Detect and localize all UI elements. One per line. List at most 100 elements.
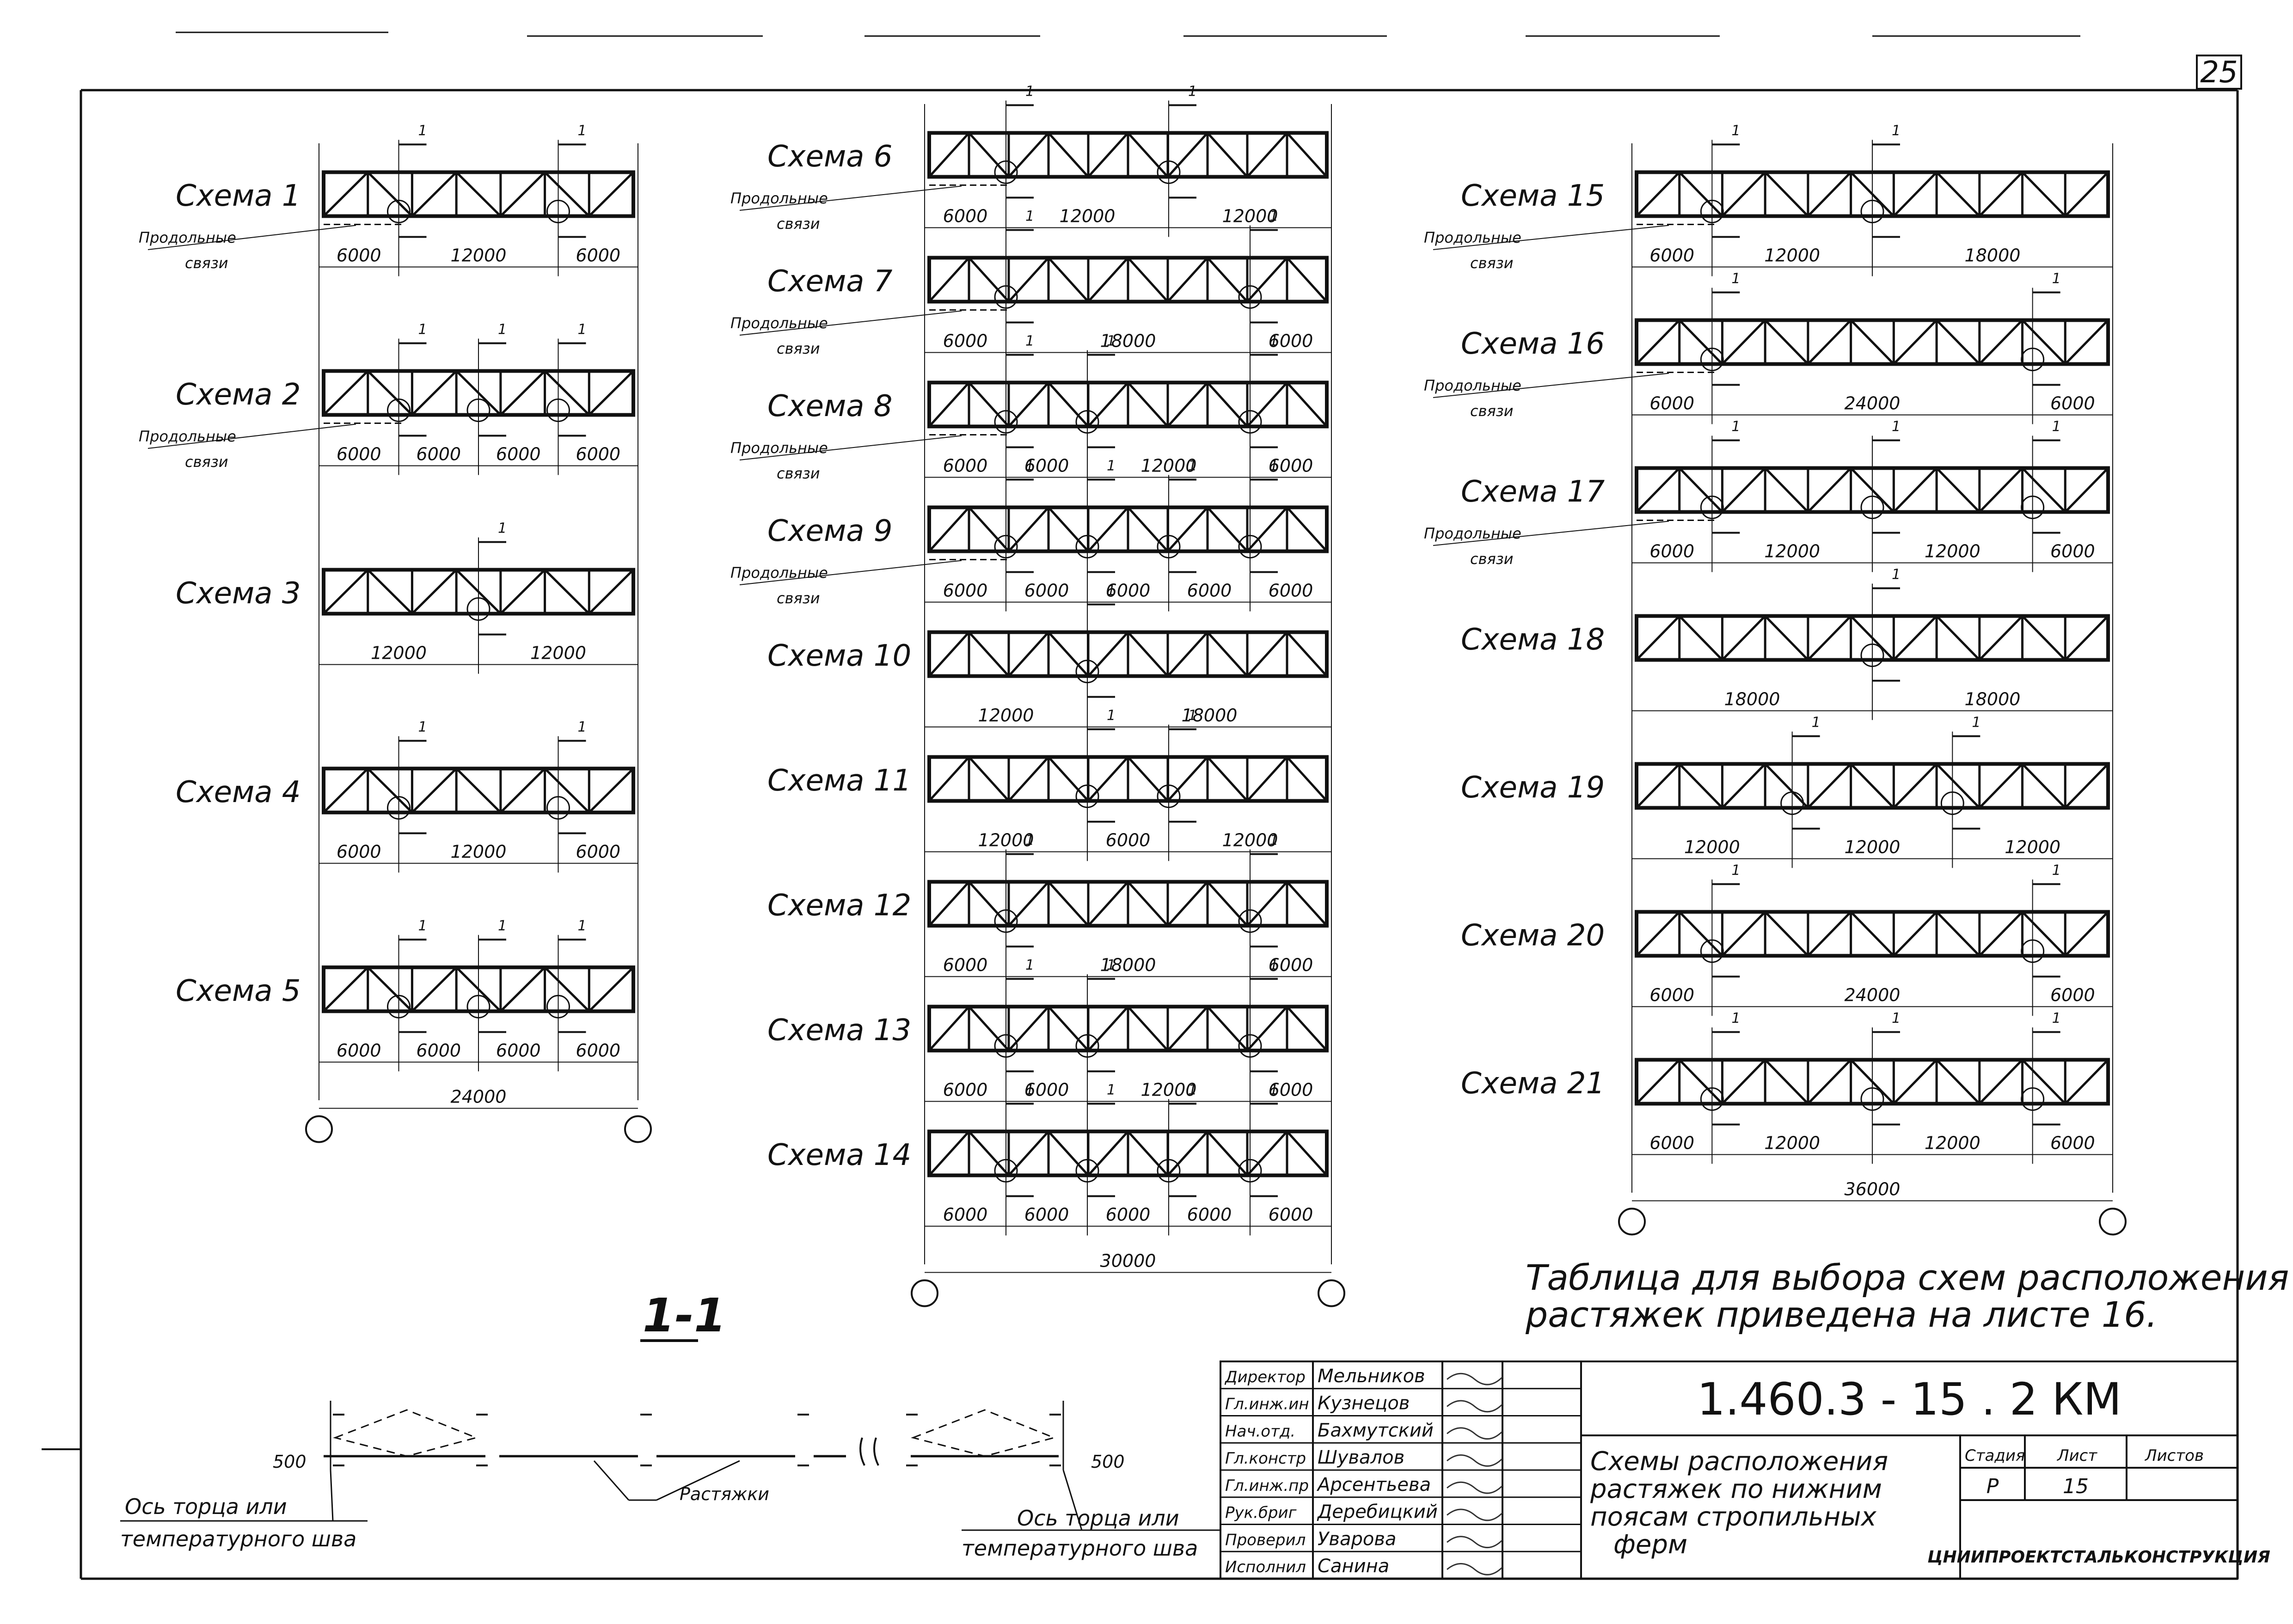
section-mark: 1 — [1731, 1011, 1740, 1027]
tie-node — [994, 535, 1018, 558]
span-label: 6000 — [1269, 1205, 1313, 1225]
stamp-role: Рук.бриг — [1225, 1504, 1297, 1522]
span-label: 6000 — [337, 1041, 381, 1061]
truss-web — [928, 506, 1328, 552]
span-label: 6000 — [943, 581, 988, 601]
span-label: 6000 — [1106, 581, 1151, 601]
bracing-label-line-2: связи — [777, 215, 820, 233]
section-mark: 1 — [1812, 715, 1821, 731]
axis-bubble — [911, 1279, 938, 1307]
axis-bubble — [624, 1115, 652, 1143]
bracing-label-line-2: связи — [1470, 550, 1514, 568]
truss-web — [1636, 763, 2109, 809]
scheme-title: Схема 6 — [767, 140, 893, 174]
tie-node — [466, 995, 490, 1018]
tie-node — [1238, 1034, 1262, 1058]
span-label: 6000 — [1649, 985, 1694, 1005]
span-label: 12000 — [1222, 206, 1278, 227]
span-label: 6000 — [337, 842, 381, 862]
signature — [1447, 1536, 1503, 1549]
tie-node — [387, 995, 411, 1018]
span-label: 6000 — [943, 1205, 988, 1225]
span-label: 6000 — [1269, 456, 1313, 476]
stamp-title-line-1: Схемы расположения — [1590, 1446, 1888, 1477]
scheme-title: Схема 10 — [767, 639, 911, 673]
stamp-role: Проверил — [1225, 1531, 1306, 1549]
tie-node — [2021, 1087, 2045, 1111]
tie-node — [1238, 535, 1262, 558]
truss-web — [928, 257, 1328, 303]
scheme-title: Схема 11 — [767, 764, 911, 798]
span-label: 24000 — [1845, 985, 1901, 1005]
signature — [1447, 1400, 1503, 1413]
span-label: 6000 — [2050, 1133, 2095, 1153]
axis-right-line-2: температурного шва — [962, 1536, 1198, 1561]
stamp-name: Кузнецов — [1318, 1393, 1410, 1414]
span-label: 12000 — [451, 842, 507, 862]
section-mark: 1 — [1188, 458, 1197, 474]
tie-node — [1075, 1159, 1099, 1183]
tie-node — [1860, 496, 1884, 519]
axis-bubble — [1318, 1279, 1345, 1307]
truss-scheme: Схема 17600011200011200016000Продольныес… — [1424, 419, 2113, 572]
axis-left-line-1: Ось торца или — [125, 1494, 287, 1519]
tie-node — [1157, 160, 1181, 184]
span-label: 6000 — [337, 444, 381, 465]
stamp-name: Бахмутский — [1318, 1420, 1434, 1441]
page-number: 25 — [2200, 55, 2238, 90]
bracing-label-line-2: связи — [777, 589, 820, 607]
span-label: 24000 — [1845, 393, 1901, 414]
axis-bubble — [305, 1115, 333, 1143]
truss-schemes: Схема 1600011200016000ПродольныесвязиСхе… — [139, 84, 2127, 1307]
stage-header: Стадия — [1965, 1446, 2025, 1465]
span-label: 6000 — [943, 331, 988, 351]
span-label: 6000 — [496, 444, 541, 465]
section-mark: 1 — [2052, 863, 2061, 879]
span-label: 6000 — [576, 245, 620, 266]
truss-web — [323, 171, 635, 217]
section-mark: 1 — [418, 322, 427, 338]
organization: ЦНИИПРОЕКТСТАЛЬКОНСТРУКЦИЯ — [1927, 1548, 2270, 1567]
tie-node — [2021, 939, 2045, 963]
tie-node — [546, 796, 570, 820]
scheme-title: Схема 1 — [176, 179, 301, 213]
section-mark: 1 — [1892, 419, 1901, 435]
tie-node — [994, 1034, 1018, 1058]
stamp-title-line-2: растяжек по нижним — [1590, 1474, 1882, 1504]
span-label: 18000 — [1100, 331, 1156, 351]
truss-web — [1636, 1059, 2109, 1105]
span-label: 12000 — [1925, 1133, 1980, 1153]
stamp-role: Гл.инж.пр — [1225, 1477, 1309, 1495]
tie-node — [994, 1159, 1018, 1183]
section-mark: 1 — [1107, 957, 1116, 974]
section-mark: 1 — [1025, 833, 1034, 849]
section-mark: 1 — [418, 123, 427, 139]
section-mark: 1 — [1107, 333, 1116, 349]
span-label: 6000 — [1649, 393, 1694, 414]
truss-scheme: Схема 26000160001600016000Продольныесвяз… — [139, 322, 638, 475]
axis-right-line-1: Ось торца или — [1017, 1506, 1179, 1531]
bracing-label-line-1: Продольные — [139, 229, 236, 246]
stamp-role: Исполнил — [1225, 1558, 1306, 1576]
span-label: 6000 — [337, 245, 381, 266]
section-mark: 1 — [1269, 833, 1278, 849]
span-label: 12000 — [1764, 541, 1820, 562]
truss-web — [1636, 615, 2109, 661]
total-span-label: 30000 — [1100, 1251, 1156, 1271]
tie-node — [466, 398, 490, 422]
truss-web — [1636, 467, 2109, 513]
total-span-label: 36000 — [1845, 1179, 1901, 1200]
span-label: 6000 — [2050, 393, 2095, 414]
tie-node — [1700, 939, 1724, 963]
tie-node — [1700, 200, 1724, 223]
tie-node — [1075, 784, 1099, 808]
span-label: 6000 — [576, 444, 620, 465]
signature — [1447, 1427, 1503, 1440]
section-mark: 1 — [498, 918, 507, 934]
